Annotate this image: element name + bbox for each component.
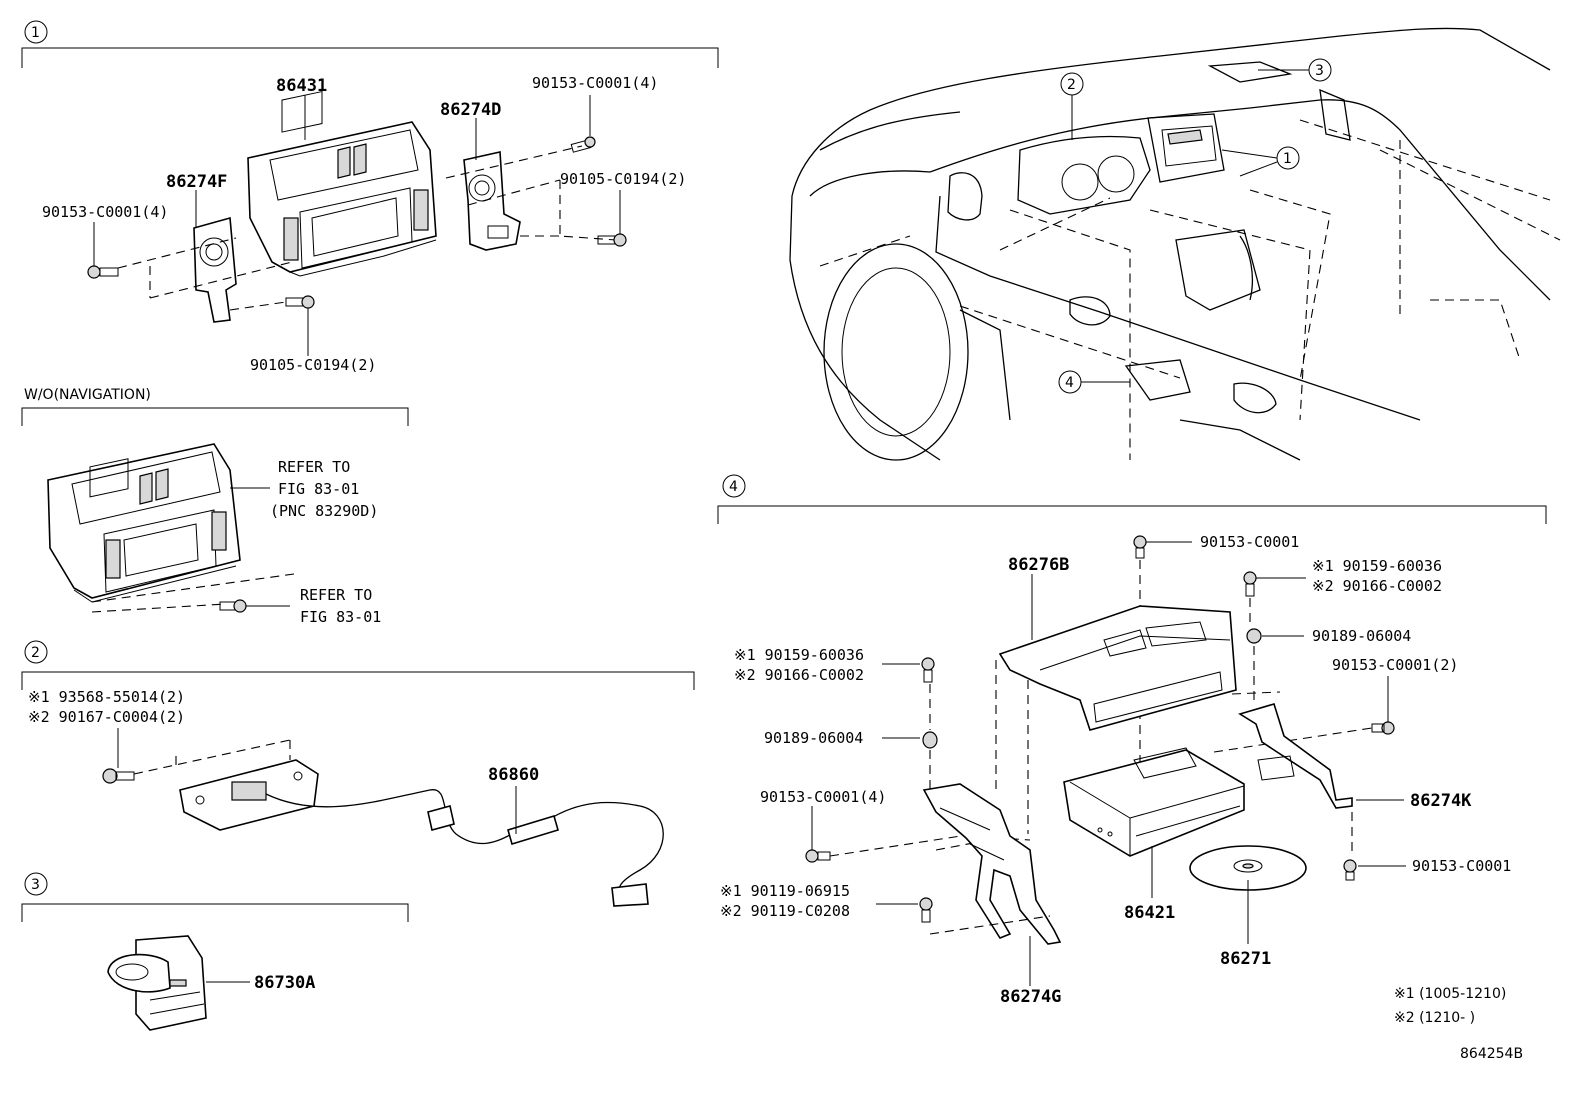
section-title-wo-navigation: W/O(NAVIGATION) bbox=[24, 387, 151, 403]
section-wo-nav-bracket bbox=[21, 407, 409, 426]
svg-text:1: 1 bbox=[1283, 151, 1292, 167]
bracket-86274K[interactable] bbox=[1238, 703, 1353, 809]
refer-text-2a: REFER TO bbox=[300, 586, 372, 604]
screw-icon[interactable] bbox=[219, 599, 247, 613]
label-86860: 86860 bbox=[488, 765, 539, 785]
screw-icon[interactable] bbox=[921, 657, 935, 683]
bracket-86274D[interactable] bbox=[463, 151, 521, 251]
label-top-screw: 90153-C0001 bbox=[1200, 533, 1299, 551]
label-screw-b: 90105-C0194(2) bbox=[250, 356, 376, 374]
antenna-module-86860[interactable] bbox=[179, 759, 664, 907]
note-r-1: ※1 90159-60036 bbox=[1312, 557, 1442, 575]
label-screw-l: 90153-C0001(4) bbox=[42, 203, 168, 221]
bracket-86274G[interactable] bbox=[922, 783, 1062, 945]
label-86276B: 86276B bbox=[1008, 555, 1069, 575]
label-screw-tr: 90153-C0001(4) bbox=[532, 74, 658, 92]
vehicle-interior-view: 1 2 3 4 bbox=[789, 27, 1561, 461]
audio-unit-wo-nav[interactable] bbox=[47, 443, 241, 603]
bracket-86274F[interactable] bbox=[193, 216, 237, 323]
svg-text:3: 3 bbox=[31, 877, 40, 893]
screw-icon[interactable] bbox=[1243, 571, 1257, 597]
legend-line-2: ※2 (1210- ) bbox=[1394, 1010, 1475, 1026]
label-r-screw2: 90153-C0001(2) bbox=[1332, 656, 1458, 674]
section-3: 3 86730A bbox=[21, 872, 409, 1031]
note-r-2: ※2 90166-C0002 bbox=[1312, 577, 1442, 595]
section-2-bracket bbox=[21, 671, 695, 690]
svg-text:2: 2 bbox=[1067, 77, 1076, 93]
note-l-1: ※1 90159-60036 bbox=[734, 646, 864, 664]
screw-icon[interactable] bbox=[919, 897, 933, 923]
section-marker-1: 1 bbox=[24, 20, 48, 44]
cover-86276B[interactable] bbox=[998, 605, 1237, 731]
legend: ※1 (1005-1210) ※2 (1210- ) 864254B bbox=[1394, 986, 1523, 1062]
note-b-2: ※2 90119-C0208 bbox=[720, 902, 850, 920]
section-marker-2: 2 bbox=[24, 640, 48, 664]
nut-icon[interactable] bbox=[922, 731, 938, 749]
figure-code: 864254B bbox=[1460, 1046, 1523, 1062]
legend-line-1: ※1 (1005-1210) bbox=[1394, 986, 1506, 1002]
refer-text-1a: REFER TO bbox=[278, 458, 350, 476]
label-86730A: 86730A bbox=[254, 973, 315, 993]
label-l-screw4: 90153-C0001(4) bbox=[760, 788, 886, 806]
vehicle-callout-1: 1 bbox=[1276, 146, 1300, 170]
screw-icon[interactable] bbox=[1343, 859, 1357, 881]
svg-text:2: 2 bbox=[31, 645, 40, 661]
refer-text-1c: (PNC 83290D) bbox=[270, 502, 378, 520]
screw-icon[interactable] bbox=[805, 849, 831, 863]
head-unit-86431[interactable] bbox=[247, 90, 437, 277]
label-86274G: 86274G bbox=[1000, 987, 1061, 1007]
nut-icon[interactable] bbox=[1246, 628, 1262, 644]
svg-text:4: 4 bbox=[729, 479, 738, 495]
refer-text-1b: FIG 83-01 bbox=[278, 480, 359, 498]
vehicle-callout-4: 4 bbox=[1058, 370, 1082, 394]
note-b-1: ※1 90119-06915 bbox=[720, 882, 850, 900]
label-r-screw-b: 90153-C0001 bbox=[1412, 857, 1511, 875]
label-86271: 86271 bbox=[1220, 949, 1271, 969]
camera-86730A[interactable] bbox=[107, 935, 207, 1031]
disc-86271[interactable] bbox=[1189, 845, 1307, 891]
svg-text:3: 3 bbox=[1315, 63, 1324, 79]
label-86421: 86421 bbox=[1124, 903, 1175, 923]
screw-icon[interactable] bbox=[102, 768, 135, 784]
section-marker-3: 3 bbox=[24, 872, 48, 896]
section-4-bracket bbox=[717, 505, 1547, 524]
screw-icon[interactable] bbox=[1133, 535, 1147, 559]
label-86274D: 86274D bbox=[440, 100, 501, 120]
label-r-nut: 90189-06004 bbox=[1312, 627, 1411, 645]
label-86274K: 86274K bbox=[1410, 791, 1472, 811]
vehicle-callout-3: 3 bbox=[1308, 58, 1332, 82]
section-marker-4: 4 bbox=[722, 474, 746, 498]
screw-icon[interactable] bbox=[87, 265, 119, 279]
note-l-2: ※2 90166-C0002 bbox=[734, 666, 864, 684]
section-wo-navigation: W/O(NAVIGATION) REFER TO FIG 83-01 (PNC … bbox=[21, 387, 409, 626]
note-s2-2: ※2 90167-C0004(2) bbox=[28, 708, 185, 726]
section-3-bracket bbox=[21, 903, 409, 922]
section-1-bracket bbox=[21, 47, 719, 68]
svg-text:4: 4 bbox=[1065, 375, 1074, 391]
refer-text-2b: FIG 83-01 bbox=[300, 608, 381, 626]
screw-icon[interactable] bbox=[1371, 721, 1395, 735]
label-86431: 86431 bbox=[276, 76, 327, 96]
section-1: 1 86431 86274D bbox=[21, 20, 719, 374]
note-s2-1: ※1 93568-55014(2) bbox=[28, 688, 185, 706]
navigation-unit-86421[interactable] bbox=[1063, 747, 1245, 857]
label-l-nut: 90189-06004 bbox=[764, 729, 863, 747]
svg-text:1: 1 bbox=[31, 25, 40, 41]
label-screw-r: 90105-C0194(2) bbox=[560, 170, 686, 188]
vehicle-callout-2: 2 bbox=[1060, 72, 1084, 96]
screw-icon[interactable] bbox=[570, 136, 596, 153]
screw-icon[interactable] bbox=[285, 295, 315, 309]
label-86274F: 86274F bbox=[166, 172, 227, 192]
section-4: 4 90153-C0001 86276B ※1 90159-60036 ※2 9… bbox=[717, 474, 1547, 1007]
section-2: 2 ※1 93568-55014(2) ※2 90167-C0004(2) 86… bbox=[21, 640, 695, 907]
